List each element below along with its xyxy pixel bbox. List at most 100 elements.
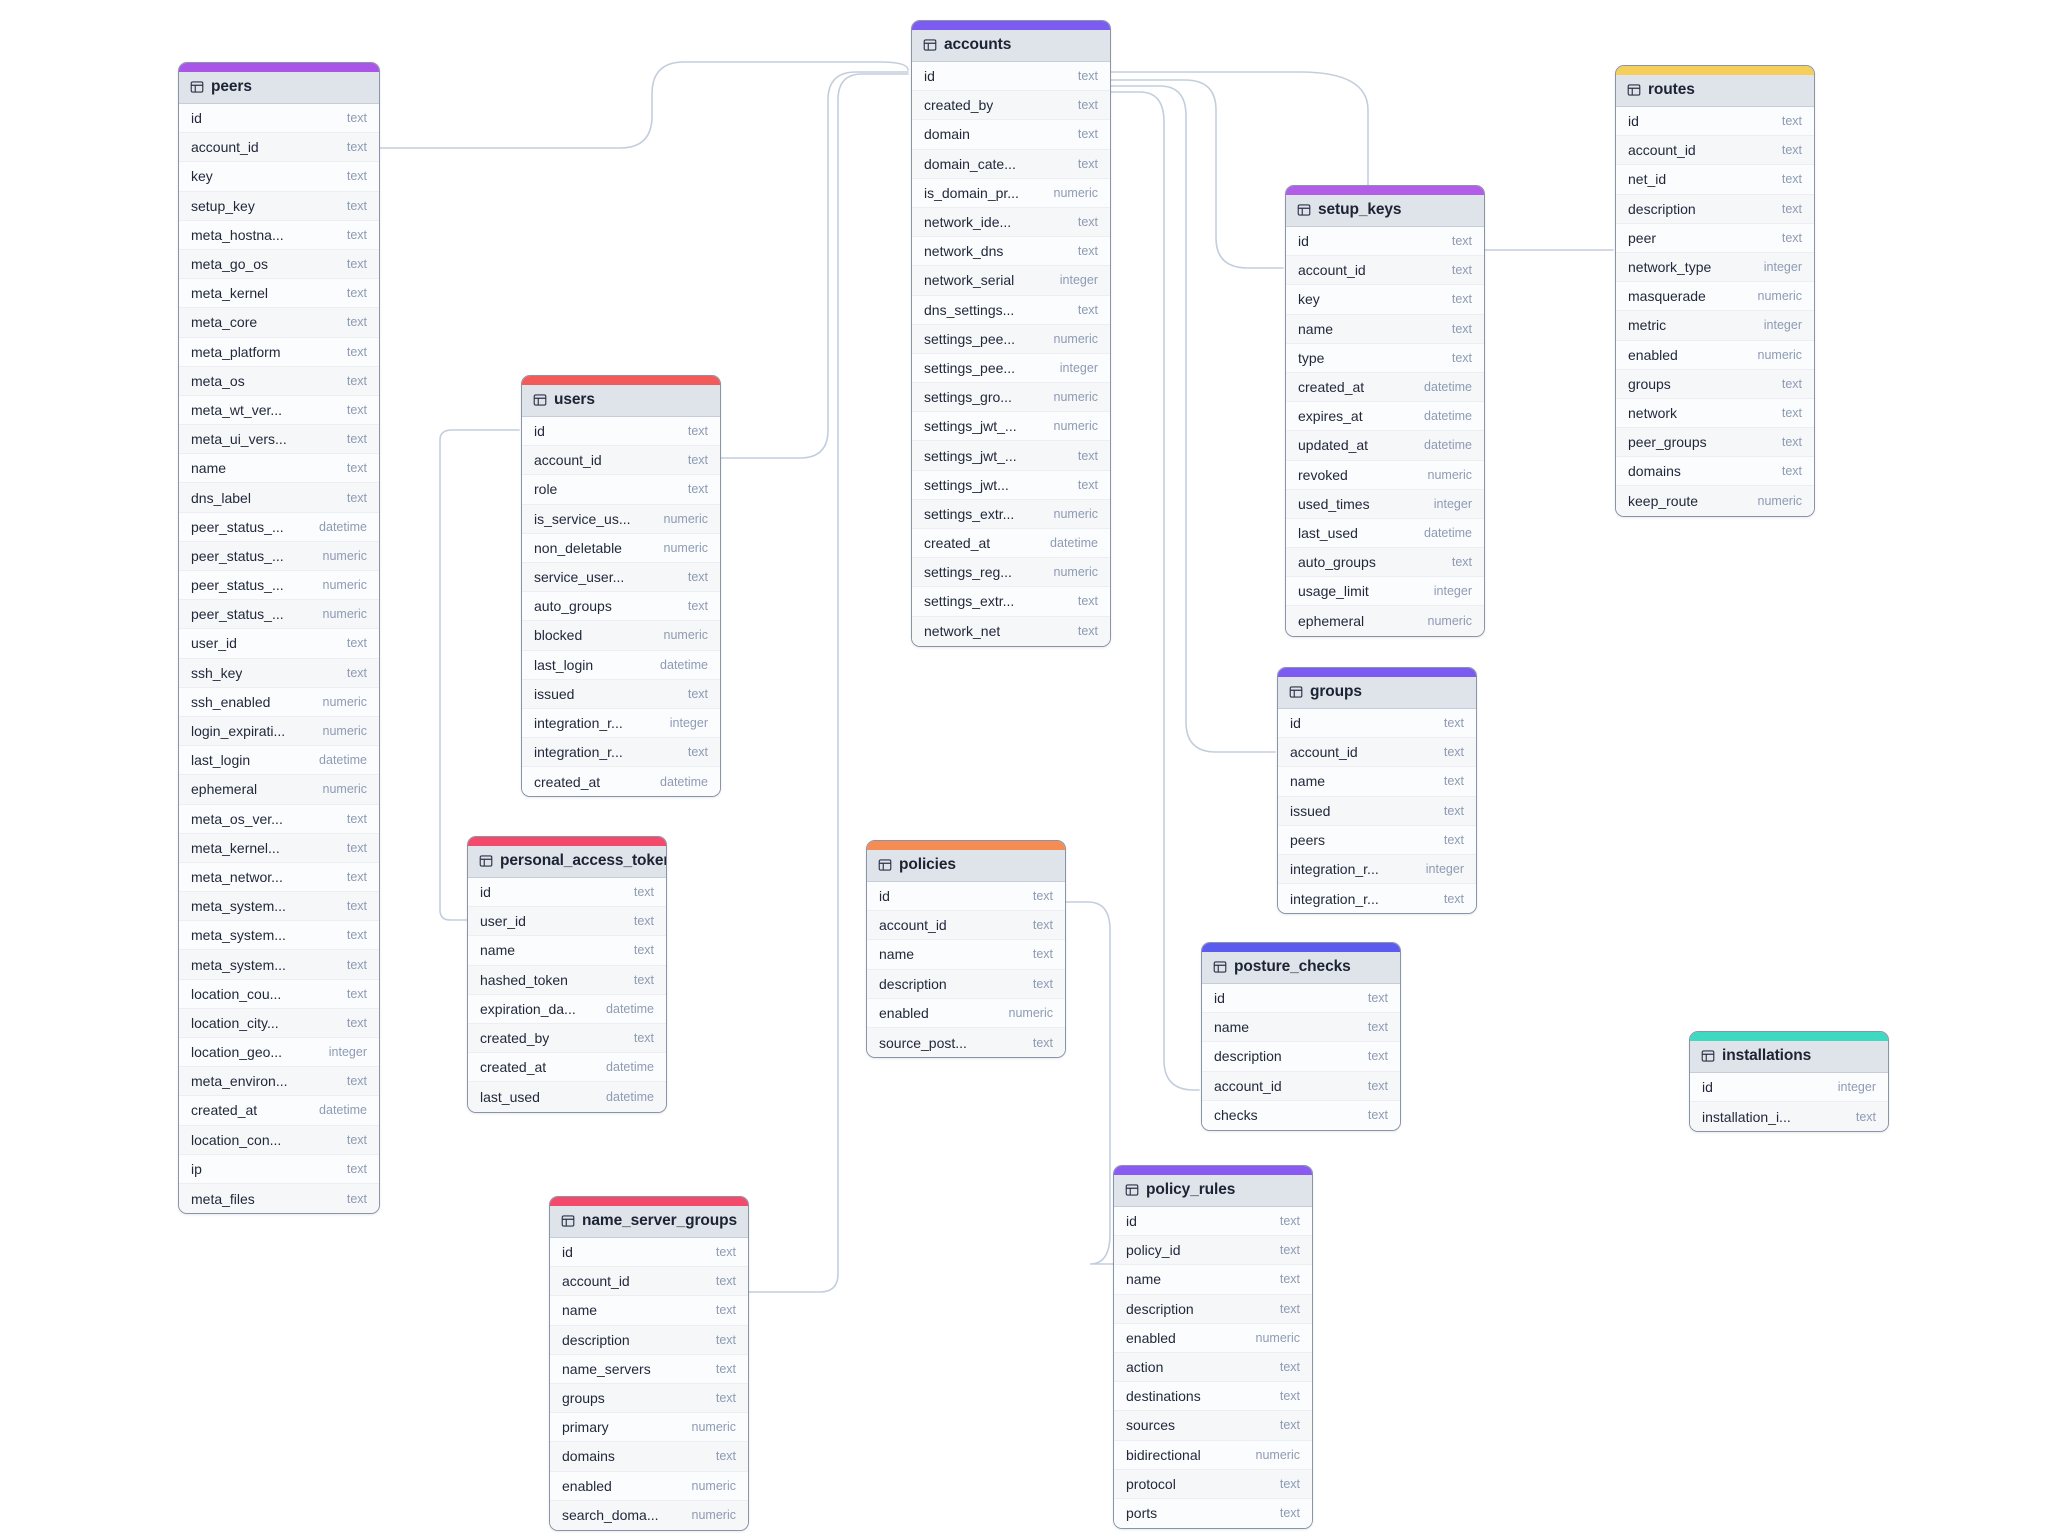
column-row[interactable]: search_doma...numeric (550, 1500, 748, 1530)
table-header[interactable]: policies (867, 850, 1065, 882)
table-header[interactable]: users (522, 385, 720, 417)
column-row[interactable]: meta_hostna...text (179, 220, 379, 250)
table-header[interactable]: peers (179, 72, 379, 104)
column-row[interactable]: peer_status_...datetime (179, 512, 379, 542)
column-row[interactable]: meta_ui_vers...text (179, 425, 379, 455)
column-row[interactable]: login_expirati...numeric (179, 716, 379, 747)
column-row[interactable]: meta_wt_ver...text (179, 395, 379, 426)
column-row[interactable]: integration_r...integer (522, 708, 720, 739)
column-row[interactable]: peer_status_...numeric (179, 571, 379, 601)
column-row[interactable]: settings_pee...numeric (912, 324, 1110, 354)
column-row[interactable]: meta_networ...text (179, 862, 379, 893)
column-row[interactable]: domain_cate...text (912, 149, 1110, 179)
column-row[interactable]: integration_r...integer (1278, 854, 1476, 885)
table-header[interactable]: routes (1616, 75, 1814, 107)
table-header[interactable]: installations (1690, 1041, 1888, 1073)
column-row[interactable]: settings_extr...text (912, 587, 1110, 617)
column-row[interactable]: location_city...text (179, 1008, 379, 1038)
column-row[interactable]: meta_environ...text (179, 1067, 379, 1097)
column-row[interactable]: installation_i...text (1690, 1102, 1888, 1132)
column-row[interactable]: peer_status_...numeric (179, 600, 379, 630)
column-row[interactable]: peer_status_...numeric (179, 541, 379, 571)
column-row[interactable]: settings_pee...integer (912, 353, 1110, 384)
column-row[interactable]: service_user...text (522, 562, 720, 593)
table-header[interactable]: name_server_groups (550, 1206, 748, 1238)
column-row[interactable]: location_con...text (179, 1125, 379, 1155)
column-row[interactable]: is_service_us...numeric (522, 504, 720, 534)
column-row[interactable]: meta_kernel...text (179, 833, 379, 863)
column-row[interactable]: settings_jwt...text (912, 470, 1110, 500)
table-header[interactable]: personal_access_tokens (468, 846, 666, 878)
column-row[interactable]: meta_os_ver...text (179, 804, 379, 834)
